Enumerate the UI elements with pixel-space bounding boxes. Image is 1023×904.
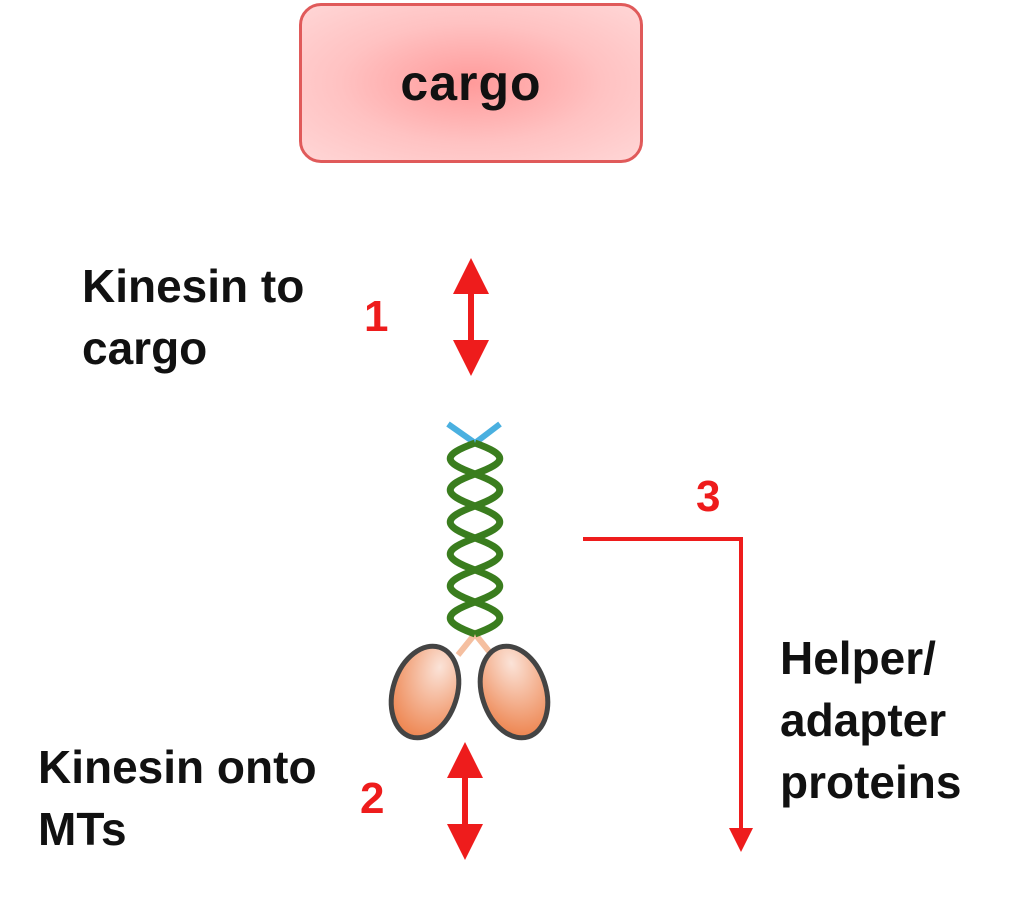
neck-linker-icon	[455, 629, 495, 657]
step-2-label-line1: Kinesin onto	[38, 741, 317, 793]
tail-icon	[446, 421, 502, 447]
step-2-number: 2	[360, 774, 385, 823]
arrow-3	[583, 537, 753, 852]
step-2-label: Kinesin onto MTs	[38, 736, 317, 860]
step-1-label-line1: Kinesin to	[82, 260, 305, 312]
cargo-label: cargo	[400, 55, 542, 111]
motor-head-left-icon	[388, 643, 462, 741]
step-1-number: 1	[364, 292, 389, 341]
step-3-label-line1: Helper/	[780, 632, 936, 684]
motor-head-right-icon	[477, 643, 551, 741]
step-3-number: 3	[696, 472, 721, 521]
step-3-label-line2: adapter	[780, 694, 947, 746]
kinesin-icon	[388, 421, 551, 741]
step-3-label: Helper/ adapter proteins	[780, 627, 961, 813]
coiled-coil-icon	[447, 439, 503, 638]
step-1-label: Kinesin to cargo	[82, 255, 304, 379]
cargo-box: cargo	[299, 3, 643, 163]
step-1-label-line2: cargo	[82, 322, 208, 374]
step-3-label-line3: proteins	[780, 756, 962, 808]
step-2-label-line2: MTs	[38, 803, 127, 855]
